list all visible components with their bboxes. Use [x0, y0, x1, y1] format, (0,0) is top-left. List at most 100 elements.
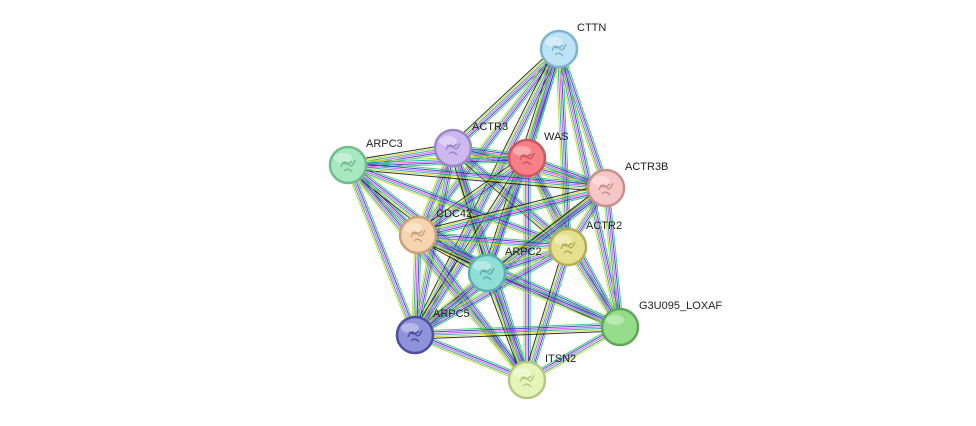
edge-line: [418, 231, 569, 245]
node-arpc3[interactable]: [328, 145, 368, 185]
node-highlight: [592, 176, 610, 186]
edge-line: [348, 160, 607, 185]
edge-line: [348, 162, 607, 187]
edge-line: [346, 167, 568, 251]
node-highlight: [513, 146, 531, 156]
node-highlight: [554, 235, 572, 245]
node-circle[interactable]: [600, 307, 640, 347]
protein-structure-icon: [407, 329, 423, 343]
edge-line: [414, 322, 620, 332]
node-highlight: [404, 223, 422, 233]
edge-line: [348, 163, 607, 188]
edge-line: [607, 187, 623, 327]
edge-line: [416, 235, 527, 382]
edge-line: [414, 336, 527, 382]
edge-line: [486, 272, 621, 328]
edge-line: [603, 188, 619, 328]
edge-ACTR3B-CDC42: [416, 183, 608, 240]
labels-layer: CTTNACTR3WASARPC3ACTR3BCDC42ACTR2ARPC2G3…: [366, 22, 722, 365]
edge-line: [347, 164, 416, 336]
edges-layer: [344, 45, 624, 384]
edge-line: [344, 165, 413, 337]
edge-line: [558, 48, 607, 189]
edge-line: [418, 189, 607, 238]
node-cttn[interactable]: [539, 29, 579, 69]
edge-line: [488, 269, 622, 325]
protein-structure-icon: [519, 152, 535, 166]
edge-line: [417, 235, 620, 329]
node-actr3b[interactable]: [586, 168, 626, 208]
edge-line: [522, 245, 565, 379]
edge-line: [449, 45, 557, 146]
node-highlight: [545, 37, 563, 47]
node-label-actr2: ACTR2: [586, 220, 622, 232]
edge-line: [420, 232, 530, 379]
node-highlight: [473, 261, 491, 271]
edge-line: [350, 163, 419, 335]
edge-line: [347, 165, 606, 190]
node-was[interactable]: [507, 138, 547, 178]
edge-line: [413, 157, 527, 335]
edge-line: [413, 337, 526, 384]
edge-line: [485, 275, 619, 331]
node-label-actr3: ACTR3: [472, 121, 508, 133]
node-label-actr3b: ACTR3B: [625, 161, 668, 173]
edge-ARPC3-ITSN2: [345, 162, 530, 383]
edge-ARPC3-ACTR3B: [347, 160, 607, 193]
edge-line: [416, 155, 526, 234]
node-actr2[interactable]: [548, 227, 588, 267]
node-highlight: [606, 315, 624, 325]
edge-line: [415, 333, 528, 379]
protein-structure-icon: [479, 267, 495, 281]
edge-line: [417, 156, 527, 235]
edge-line: [486, 274, 620, 329]
edge-line: [412, 156, 526, 334]
edge-line: [530, 248, 573, 382]
edge-line: [350, 161, 490, 271]
edge-CDC42-ITSN2: [415, 232, 530, 383]
edge-line: [414, 334, 528, 381]
node-label-itsn2: ITSN2: [545, 353, 576, 365]
edge-line: [490, 271, 532, 379]
edge-ARPC5-G3U095_LOXAF: [414, 322, 621, 340]
edge-line: [417, 234, 569, 248]
edge-line: [345, 166, 525, 383]
node-label-cttn: CTTN: [577, 22, 606, 34]
nodes-layer: [328, 29, 640, 400]
node-label-cdc42: CDC42: [436, 208, 472, 220]
edge-line: [347, 166, 568, 249]
node-itsn2[interactable]: [507, 360, 547, 400]
edge-line: [418, 233, 621, 327]
edge-line: [347, 164, 528, 381]
node-arpc5[interactable]: [395, 315, 435, 355]
edge-line: [415, 158, 529, 336]
edge-line: [414, 324, 620, 334]
edge-line: [416, 331, 529, 378]
edge-line: [415, 154, 525, 233]
node-g3u095_loxaf[interactable]: [600, 307, 640, 347]
node-highlight: [439, 136, 457, 146]
edge-line: [605, 187, 621, 328]
edge-line: [418, 188, 607, 237]
node-actr3[interactable]: [433, 128, 473, 168]
edge-line: [560, 48, 608, 188]
edge-ARPC3-ARPC5: [344, 163, 419, 337]
edge-line: [349, 164, 417, 335]
edge-line: [347, 155, 527, 164]
edge-line: [419, 159, 529, 238]
edge-line: [348, 163, 569, 246]
edge-line: [414, 325, 620, 335]
edge-line: [347, 164, 569, 248]
node-cdc42[interactable]: [398, 215, 438, 255]
edge-line: [418, 158, 528, 237]
edge-line: [348, 161, 570, 245]
node-highlight: [334, 153, 352, 163]
edge-line: [561, 47, 610, 188]
edge-line: [415, 247, 570, 337]
edge-line: [347, 166, 606, 191]
edge-line: [411, 155, 525, 334]
node-arpc2[interactable]: [467, 253, 507, 293]
protein-structure-icon: [560, 241, 576, 255]
protein-structure-icon: [445, 142, 461, 156]
